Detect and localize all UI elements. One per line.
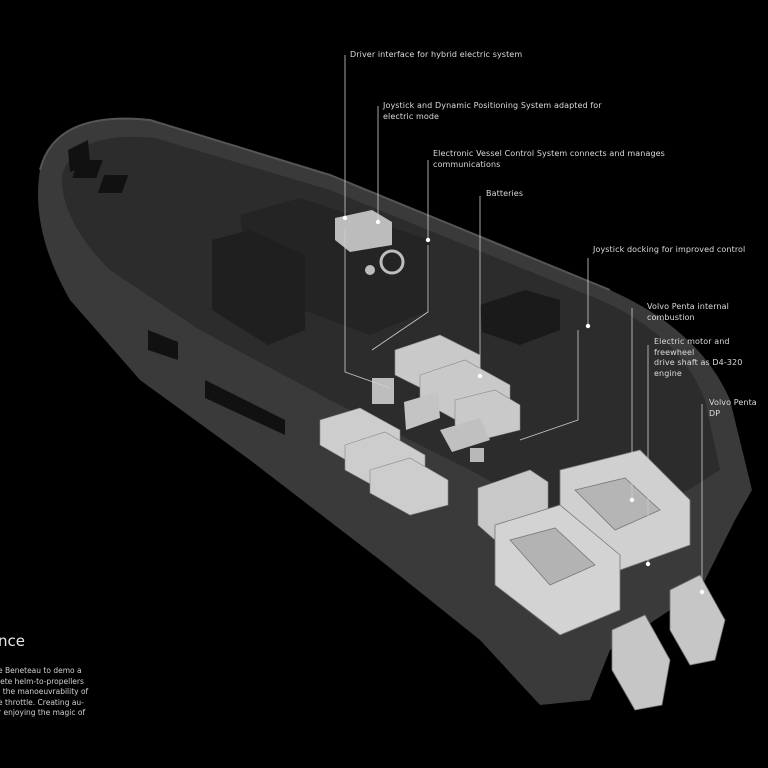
drive-unit-port — [611, 614, 671, 711]
callout-joystick-docking: Joystick docking for improved control — [593, 245, 746, 254]
junction-box — [470, 448, 484, 462]
saloon-opening — [212, 230, 305, 345]
callout-ice: Volvo Penta internal combustion — [647, 302, 729, 322]
bow-window — [68, 140, 90, 172]
leader-dots — [342, 215, 705, 595]
side-panel-title: nce — [0, 632, 25, 650]
throttle-lever — [365, 265, 375, 275]
hull-edge — [39, 117, 611, 291]
callout-dps: Volvo Penta DP — [709, 398, 757, 418]
deck — [61, 136, 720, 520]
hull-window-2 — [205, 380, 285, 435]
drive-unit-starboard — [669, 574, 726, 666]
callout-evc: Electronic Vessel Control System connect… — [433, 149, 665, 169]
control-box-2 — [404, 392, 440, 430]
control-box-1 — [372, 378, 394, 404]
callout-joystick-dps: Joystick and Dynamic Positioning System … — [383, 101, 602, 121]
steering-wheel — [379, 249, 405, 275]
callout-batteries: Batteries — [486, 189, 524, 198]
side-panel-body: e Beneteau to demo a lete helm-to-propel… — [0, 666, 89, 718]
leader-lines — [344, 55, 703, 592]
callout-driver-interface: Driver interface for hybrid electric sys… — [350, 50, 523, 59]
battery-pack-forward — [319, 407, 449, 516]
transom-opening — [480, 290, 560, 345]
forward-hatch-2 — [97, 175, 129, 193]
control-box-3 — [440, 418, 490, 452]
callout-electric-motor: Electric motor and freewheel drive shaft… — [654, 337, 743, 378]
hull-window-1 — [148, 330, 178, 360]
engine-port — [494, 504, 621, 636]
